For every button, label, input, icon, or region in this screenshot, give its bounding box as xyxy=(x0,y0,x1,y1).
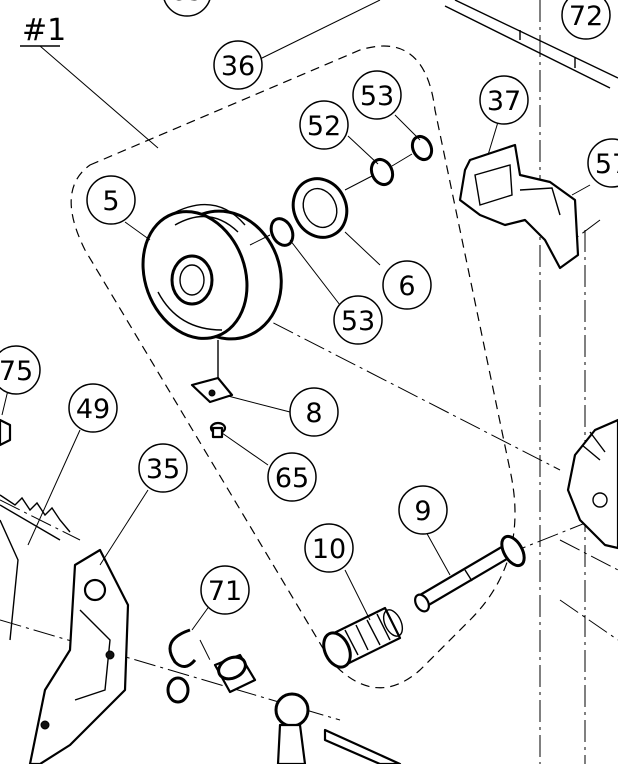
callout-52-label: 52 xyxy=(307,111,341,142)
callout-35: 35 xyxy=(138,443,188,493)
callout-53-top: 53 xyxy=(352,70,402,120)
callout-53-top-label: 53 xyxy=(360,81,394,112)
callout-71-label: 71 xyxy=(208,576,242,607)
callout-36-label: 36 xyxy=(221,51,255,82)
callout-49-label: 49 xyxy=(76,394,110,425)
retaining-ring-part xyxy=(168,628,197,668)
callout-69-label: 69 xyxy=(170,0,204,7)
bracket-part xyxy=(458,143,580,270)
callout-75: 75 xyxy=(0,345,41,395)
callout-69: 69 xyxy=(163,0,211,17)
assembly-label: #1 xyxy=(20,13,66,48)
callout-8: 8 xyxy=(289,387,339,437)
callout-72: 72 xyxy=(561,0,611,40)
clip-part xyxy=(190,376,234,404)
worm-gear-part xyxy=(322,606,404,669)
callout-65-label: 65 xyxy=(275,463,309,494)
assembly-label-text: #1 xyxy=(22,13,66,48)
callout-52: 52 xyxy=(299,100,349,150)
callout-5-label: 5 xyxy=(102,186,119,217)
callout-37: 37 xyxy=(479,75,529,125)
right-gear-housing-part xyxy=(566,418,618,550)
frame-plate-part xyxy=(28,548,130,764)
lever-part xyxy=(274,692,402,764)
assembly-boundary-outline xyxy=(70,45,516,689)
callout-71: 71 xyxy=(200,565,250,615)
callout-53-bottom: 53 xyxy=(333,295,383,345)
callout-53-bottom-label: 53 xyxy=(341,306,375,337)
washer-set-part xyxy=(249,134,434,247)
callout-10-label: 10 xyxy=(312,534,346,565)
bushing-part xyxy=(166,653,257,704)
spring-part xyxy=(0,494,71,541)
callout-6: 6 xyxy=(382,260,432,310)
callout-49: 49 xyxy=(68,383,118,433)
callout-72-label: 72 xyxy=(569,1,603,32)
callout-9: 9 xyxy=(398,485,448,535)
callout-9-label: 9 xyxy=(414,496,431,527)
callout-5: 5 xyxy=(86,175,136,225)
leader-lines xyxy=(1,0,591,631)
callout-65: 65 xyxy=(267,452,317,502)
callout-35-label: 35 xyxy=(146,454,180,485)
callout-57: 57 xyxy=(587,138,618,188)
shaft-part xyxy=(414,534,526,613)
left-edge-part xyxy=(0,418,19,641)
guide-rod-part xyxy=(444,0,618,89)
callout-75-label: 75 xyxy=(0,356,33,387)
callout-36: 36 xyxy=(213,40,263,90)
callout-10: 10 xyxy=(304,523,354,573)
screw-part xyxy=(209,421,227,439)
callout-57-label: 57 xyxy=(595,149,618,180)
callout-37-label: 37 xyxy=(487,86,521,117)
callout-6-label: 6 xyxy=(398,271,415,302)
callout-8-label: 8 xyxy=(305,398,322,429)
